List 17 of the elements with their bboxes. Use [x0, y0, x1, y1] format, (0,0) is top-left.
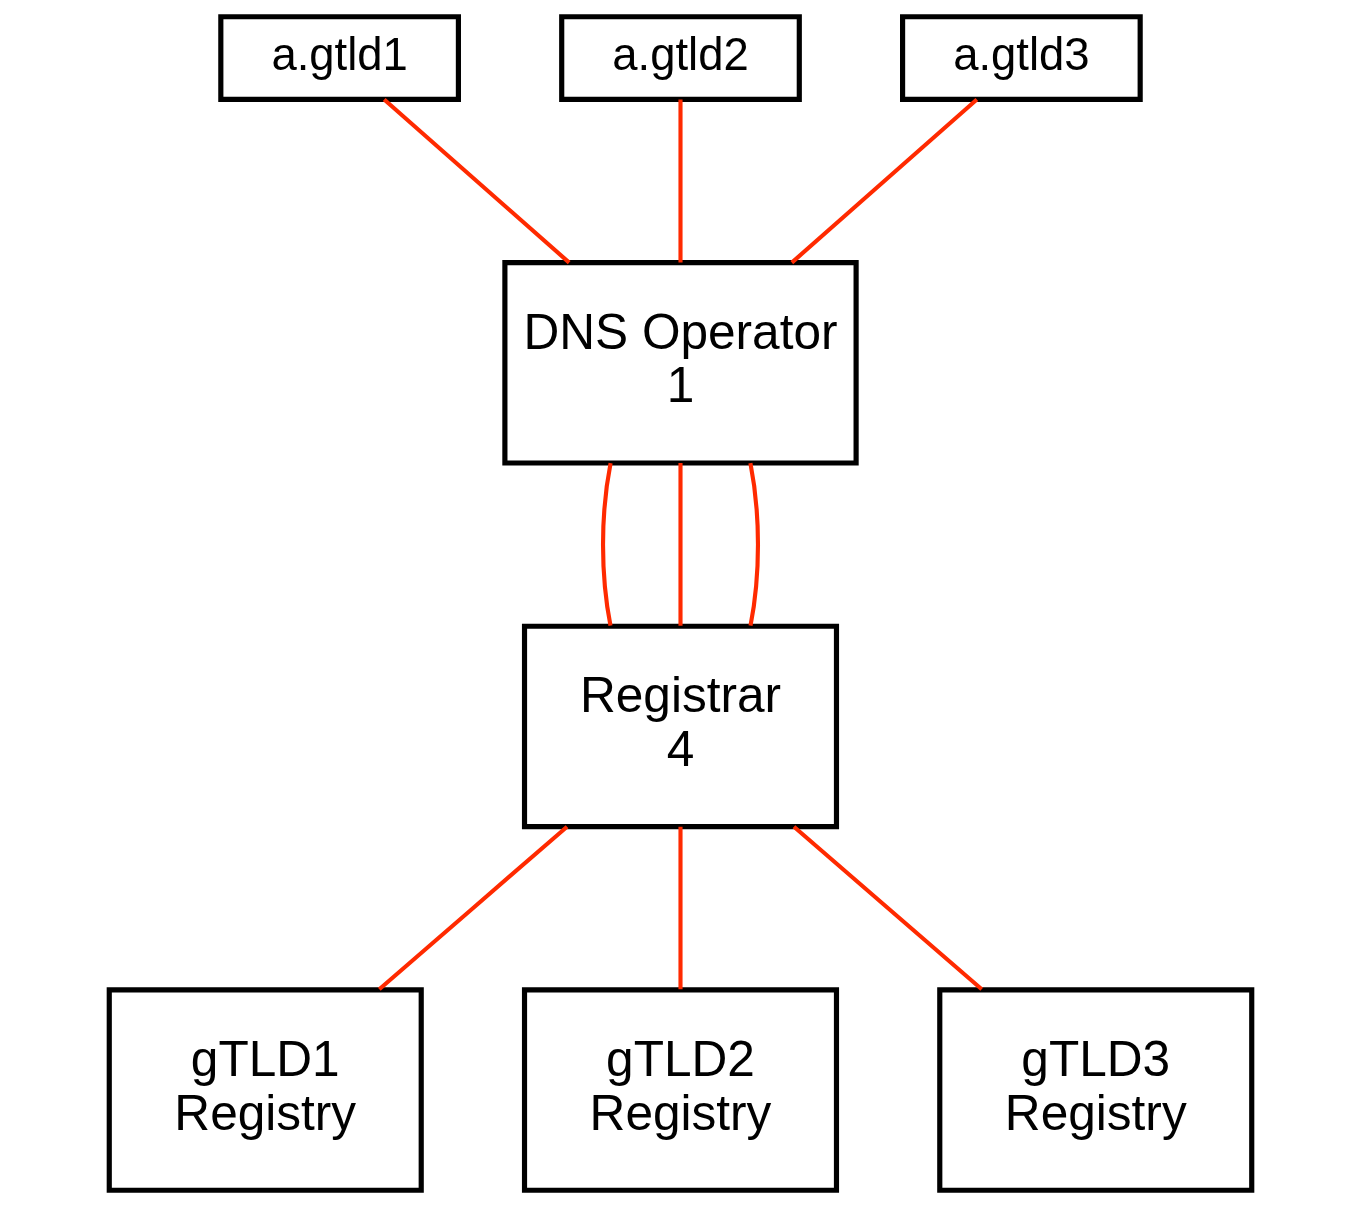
node-box: gTLD2 Registry	[521, 987, 839, 1193]
connector	[789, 97, 978, 265]
node-box: Registrar 4	[521, 623, 839, 830]
connector	[600, 462, 613, 626]
connector	[677, 463, 683, 626]
connector	[792, 825, 983, 991]
connector	[382, 97, 571, 265]
node-box: a.gtld1	[217, 14, 461, 102]
node-box: a.gtld3	[899, 14, 1143, 102]
connector	[747, 462, 760, 626]
connector	[677, 99, 683, 263]
node-box: gTLD1 Registry	[106, 987, 424, 1193]
node-box: DNS Operator 1	[501, 260, 859, 466]
connector	[677, 826, 683, 990]
node-box: gTLD3 Registry	[936, 987, 1254, 1193]
node-box: a.gtld2	[558, 14, 802, 102]
connector	[377, 825, 568, 991]
